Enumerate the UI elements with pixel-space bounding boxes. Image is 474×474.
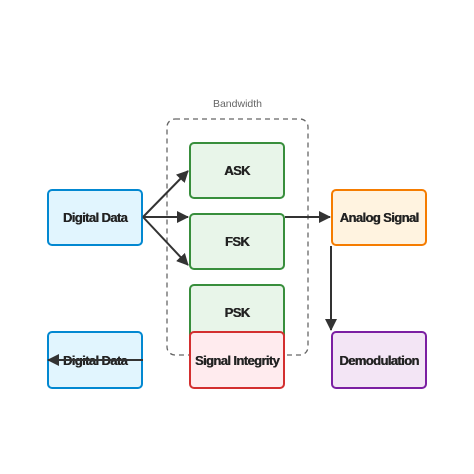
analog-signal-node[interactable]: Analog Signal: [331, 189, 427, 246]
demodulation-node[interactable]: Demodulation: [331, 331, 427, 389]
fsk-node[interactable]: FSK: [189, 213, 285, 270]
digital-data-output-node[interactable]: Digital Data: [47, 331, 143, 389]
bandwidth-group-label: Bandwidth: [212, 98, 263, 110]
ask-node[interactable]: ASK: [189, 142, 285, 199]
digital-data-input-node[interactable]: Digital Data: [47, 189, 143, 246]
signal-integrity-node[interactable]: Signal Integrity: [189, 331, 285, 389]
